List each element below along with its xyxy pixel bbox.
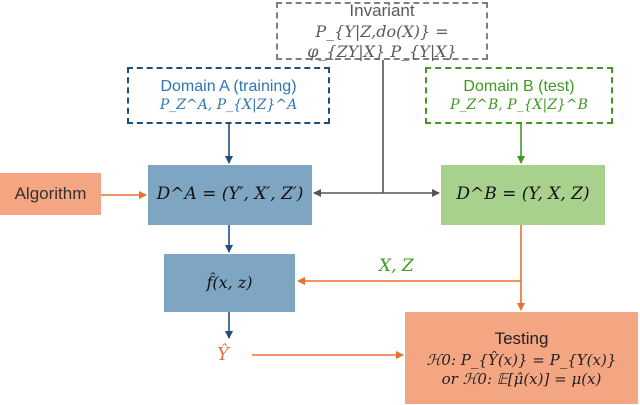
invariant-title: Invariant [349, 1, 415, 21]
testing-hypothesis-2: or ℋ0: 𝔼[μ̂(x)] = μ(x) [441, 369, 602, 388]
domain-b-title: Domain B (test) [463, 77, 575, 95]
model-formula: f̂(x, z) [206, 273, 253, 292]
edge-label-xz: X, Z [379, 256, 414, 276]
domain-a-box: Domain A (training) P_Z^A, P_{X|Z}^A [127, 67, 330, 124]
algorithm-box: Algorithm [0, 173, 101, 215]
dataset-b-formula: D^B = (Y, X, Z) [456, 184, 590, 205]
invariant-formula: P_{Y|Z,do(X)} = φ_{ZY|X} P_{Y|X} [307, 21, 457, 61]
dataset-a-box: D^A = (Y′, X′, Z′) [148, 165, 312, 225]
invariant-box: Invariant P_{Y|Z,do(X)} = φ_{ZY|X} P_{Y|… [276, 1, 488, 61]
dataset-a-formula: D^A = (Y′, X′, Z′) [156, 184, 304, 205]
domain-b-formula: P_Z^B, P_{X|Z}^B [450, 96, 588, 113]
domain-b-box: Domain B (test) P_Z^B, P_{X|Z}^B [425, 67, 613, 124]
dataset-b-box: D^B = (Y, X, Z) [441, 165, 605, 225]
domain-a-formula: P_Z^A, P_{X|Z}^A [159, 96, 298, 113]
model-box: f̂(x, z) [164, 254, 295, 312]
testing-title: Testing [494, 328, 549, 348]
testing-box: Testing ℋ0: P_{Ŷ(x)} = P_{Y(x)} or ℋ0: 𝔼… [405, 312, 638, 404]
prediction-label: Ŷ [217, 344, 229, 365]
domain-a-title: Domain A (training) [160, 77, 297, 95]
algorithm-label: Algorithm [14, 184, 87, 204]
testing-hypothesis-1: ℋ0: P_{Ŷ(x)} = P_{Y(x)} [426, 350, 617, 369]
